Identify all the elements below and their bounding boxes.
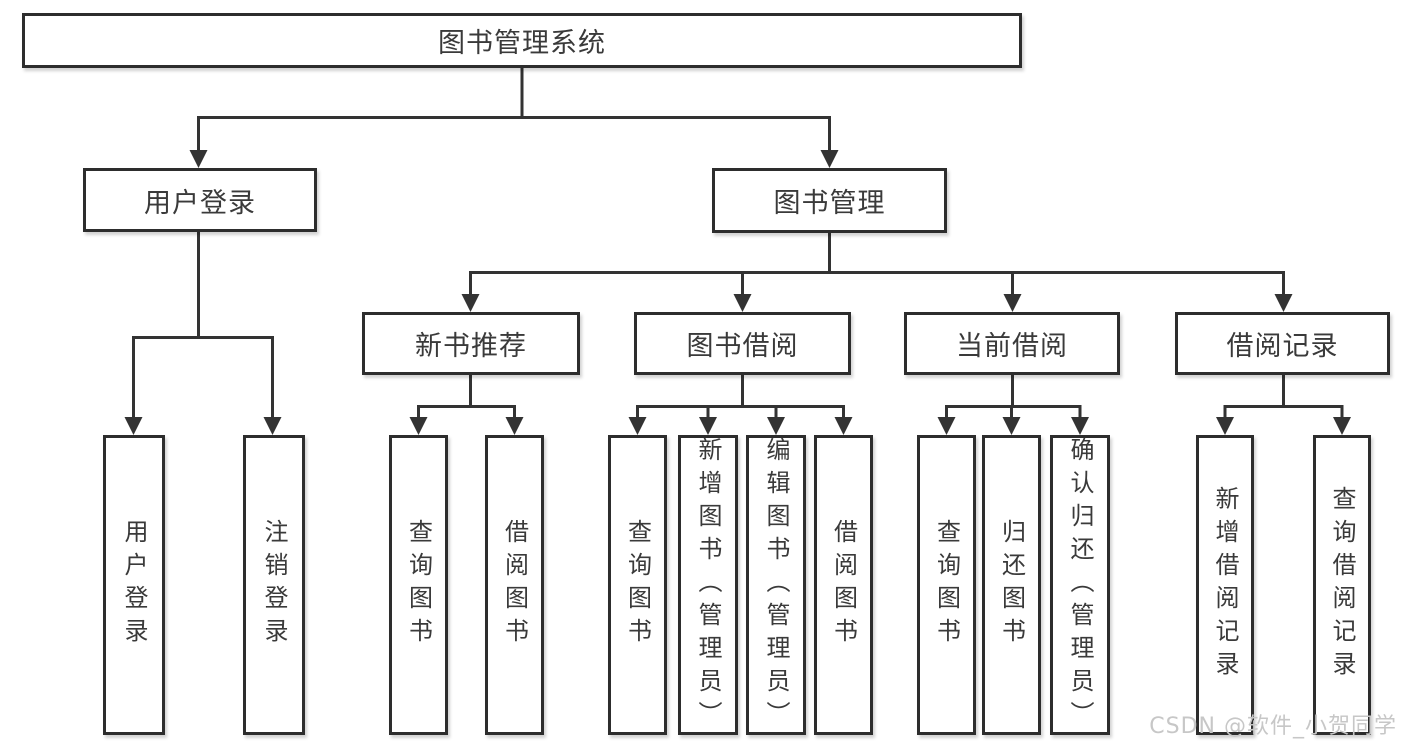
leaf-label: 新增借阅记录 bbox=[1211, 486, 1239, 684]
leaf-borrow-books-borrowing: 借阅图书 bbox=[814, 435, 873, 735]
leaf-label: 确认归还（管理员） bbox=[1066, 436, 1094, 734]
node-new-book-recommendation: 新书推荐 bbox=[362, 312, 580, 375]
leaf-add-borrow-record: 新增借阅记录 bbox=[1196, 435, 1254, 735]
leaf-label: 编辑图书（管理员） bbox=[762, 436, 790, 734]
leaf-label: 新增图书（管理员） bbox=[694, 436, 722, 734]
node-book-management: 图书管理 bbox=[712, 168, 947, 233]
leaf-query-books-recommend: 查询图书 bbox=[389, 435, 448, 735]
node-library-management-system: 图书管理系统 bbox=[22, 13, 1022, 68]
node-book-borrowing: 图书借阅 bbox=[634, 312, 851, 375]
leaf-add-book-admin: 新增图书（管理员） bbox=[678, 435, 738, 735]
leaf-label: 注销登录 bbox=[260, 519, 288, 651]
leaf-confirm-return-admin: 确认归还（管理员） bbox=[1050, 435, 1110, 735]
leaf-label: 查询图书 bbox=[404, 519, 433, 651]
node-user-login: 用户登录 bbox=[83, 168, 317, 232]
leaf-query-books-current: 查询图书 bbox=[917, 435, 976, 735]
leaf-return-book: 归还图书 bbox=[982, 435, 1041, 735]
leaf-user-login: 用户登录 bbox=[103, 435, 165, 735]
leaf-label: 查询图书 bbox=[932, 519, 961, 651]
leaf-query-books-borrowing: 查询图书 bbox=[608, 435, 667, 735]
leaf-borrow-books-recommend: 借阅图书 bbox=[485, 435, 544, 735]
leaf-label: 借阅图书 bbox=[829, 519, 858, 651]
node-borrowing-records: 借阅记录 bbox=[1175, 312, 1390, 375]
leaf-label: 查询借阅记录 bbox=[1328, 486, 1356, 684]
watermark: CSDN @软件_小贺同学 bbox=[1149, 714, 1397, 739]
leaf-label: 查询图书 bbox=[623, 519, 652, 651]
node-current-borrowing: 当前借阅 bbox=[904, 312, 1120, 375]
leaf-edit-book-admin: 编辑图书（管理员） bbox=[746, 435, 806, 735]
leaf-label: 用户登录 bbox=[120, 519, 148, 651]
leaf-label: 借阅图书 bbox=[500, 519, 529, 651]
leaf-label: 归还图书 bbox=[997, 519, 1026, 651]
leaf-query-borrow-record: 查询借阅记录 bbox=[1313, 435, 1371, 735]
leaf-logout: 注销登录 bbox=[243, 435, 305, 735]
